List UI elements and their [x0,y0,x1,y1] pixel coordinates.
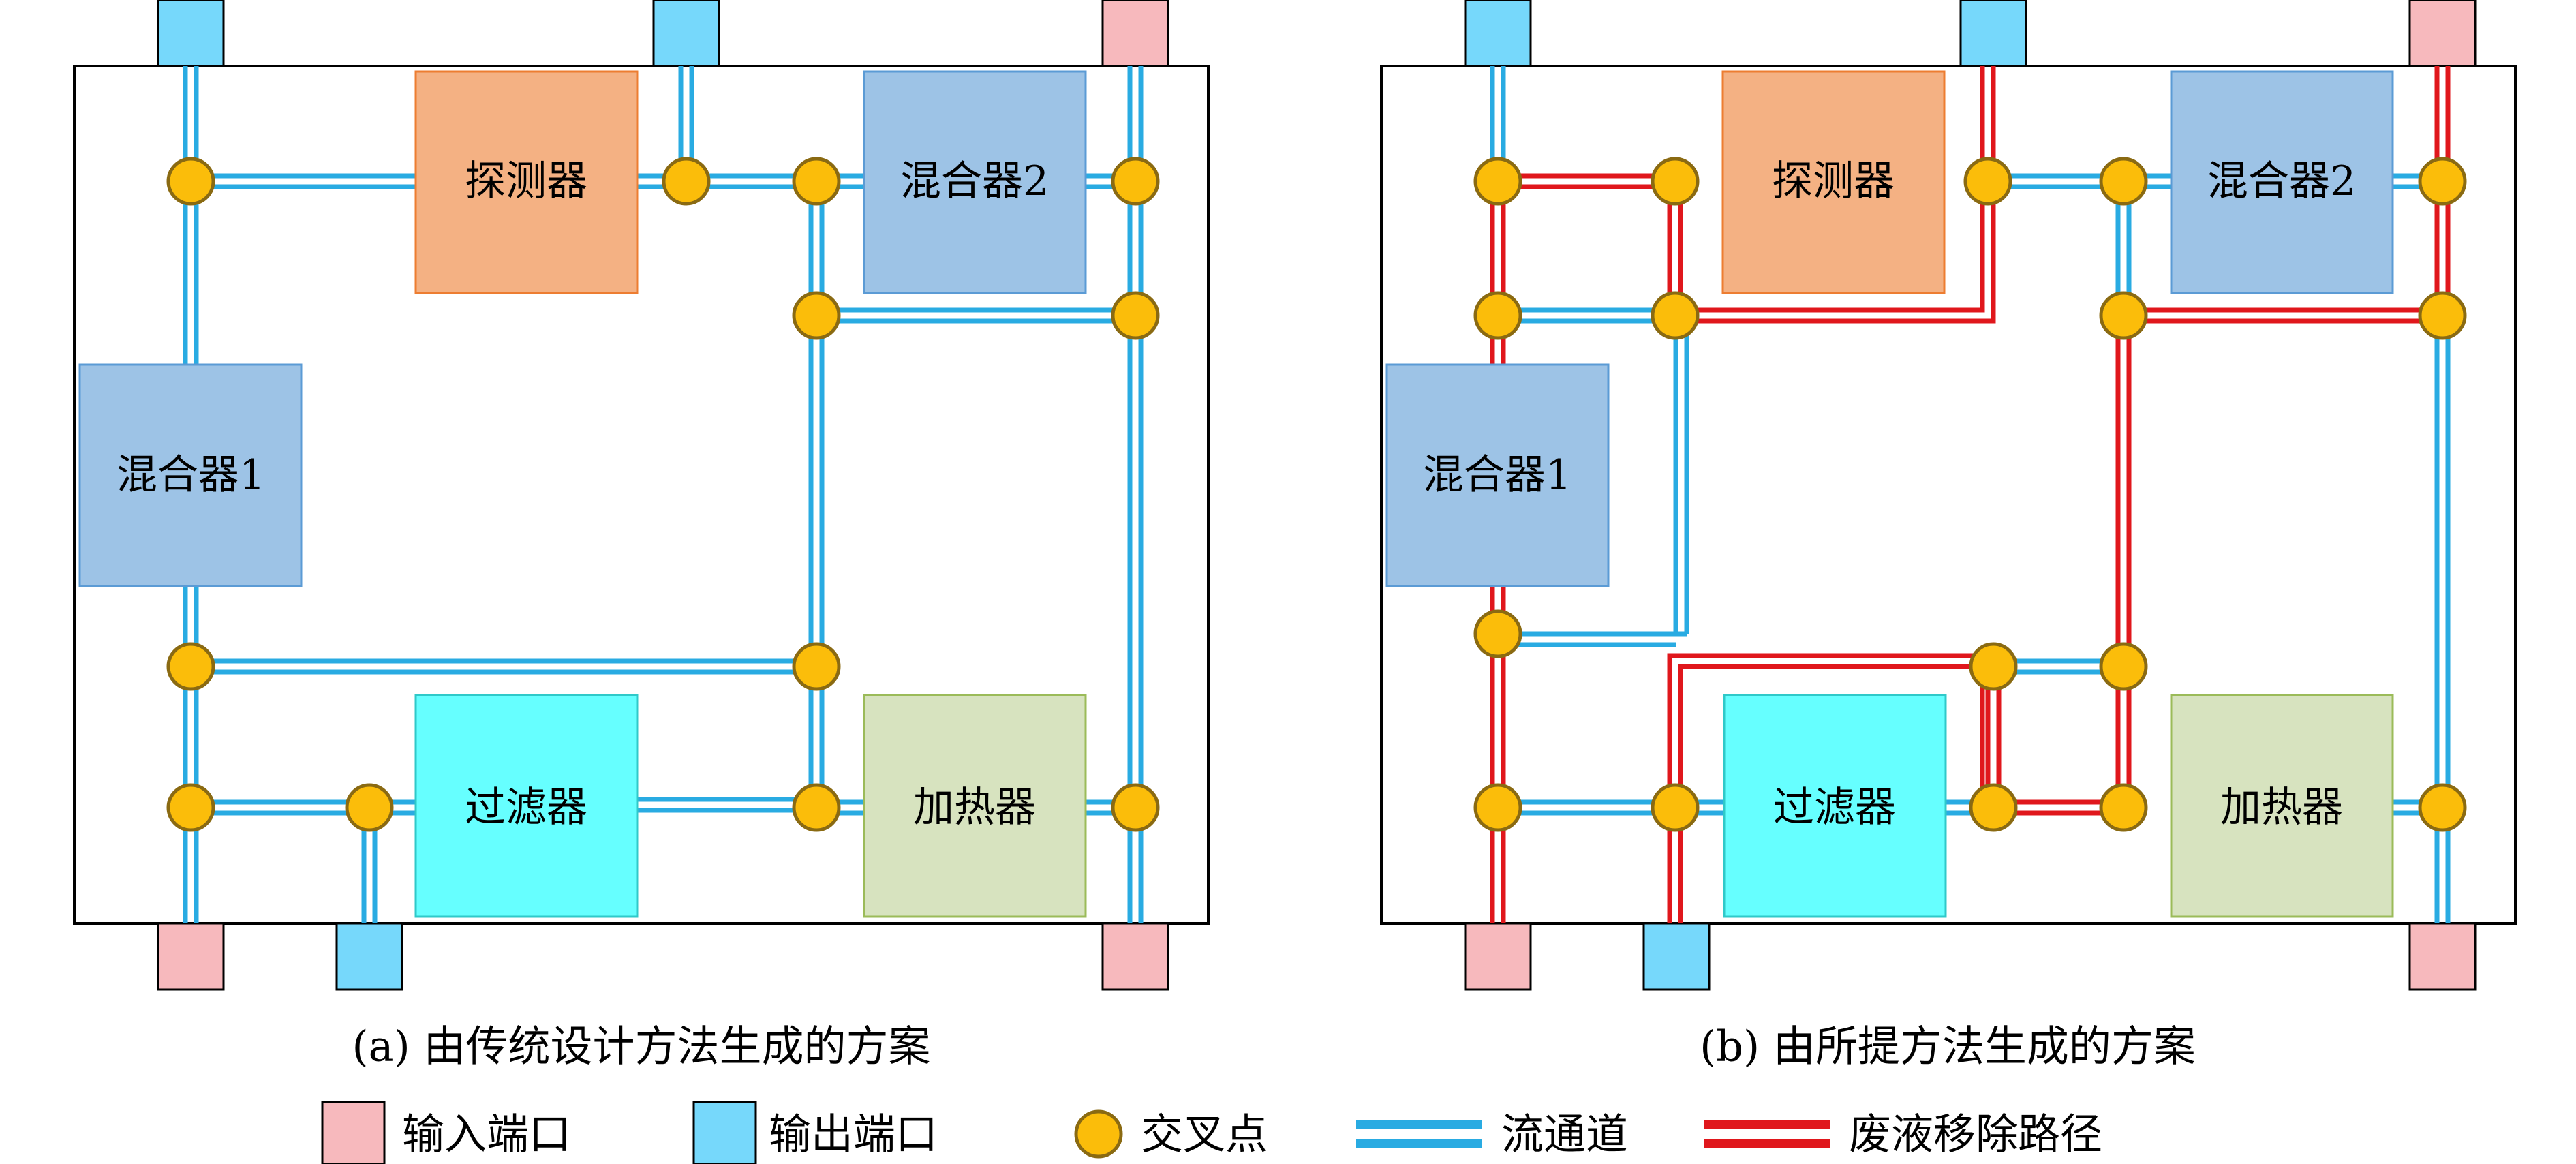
legend-flow-channel-swatch [1356,1120,1482,1148]
junctions-b [1473,157,2467,832]
junction [1473,783,1522,832]
junction [345,783,394,832]
input-port-a-bottom3 [1101,922,1169,991]
mixer2-label-b: 混合器2 [2207,157,2356,205]
junction [1651,291,1700,340]
detector-label-b: 探测器 [1772,157,1895,205]
output-port-a-top2 [652,0,720,67]
legend-waste-path-label: 废液移除路径 [1849,1109,2102,1159]
legend-flow-channel-label: 流通道 [1501,1109,1628,1159]
detector-module-a [414,70,639,294]
heater-module-a [863,694,1087,918]
legend-input-port-label: 输入端口 [402,1109,571,1159]
junction [2099,783,2148,832]
detector-label-a: 探测器 [465,157,587,205]
junction [166,642,215,691]
mixer2-module-b [2170,70,2394,294]
mixer2-module-a [863,70,1087,294]
junction [662,157,711,206]
junction [1111,291,1160,340]
heater-label-a: 加热器 [913,784,1036,831]
input-port-b-top3 [2408,0,2477,67]
mixer1-label-b: 混合器1 [1423,451,1571,499]
junction [1473,291,1522,340]
junction [2099,642,2148,691]
output-port-b-top1 [1464,0,1532,67]
filter-label-b: 过滤器 [1773,784,1896,831]
junction [2418,783,2467,832]
junction [2099,157,2148,206]
caption-b: (b) 由所提方法生成的方案 [1700,1022,2196,1071]
input-port-b-bottom1 [1464,922,1532,991]
mixer2-label-a: 混合器2 [900,157,1049,205]
junction [1969,783,2018,832]
output-port-b-bottom2 [1642,922,1711,991]
mixer1-label-a: 混合器1 [117,451,265,499]
junction [1473,157,1522,206]
junction [792,291,841,340]
junction [1963,157,2012,206]
legend-junction-label: 交叉点 [1141,1109,1268,1159]
filter-module-a [414,694,639,918]
junction [792,783,841,832]
junction [2099,291,2148,340]
output-port-b-top2 [1959,0,2027,67]
panel-a: 探测器 混合器2 混合器1 过滤器 加热器 (a) 由传统设计方法生成的方案 [73,0,1210,1071]
junction [2418,291,2467,340]
junction [1111,783,1160,832]
mixer1-module-b [1385,363,1610,587]
junction [166,783,215,832]
filter-module-b [1723,694,1947,918]
junction [1969,642,2018,691]
legend: 输入端口 输出端口 交叉点 流通道 废液移除路径 [321,1101,2102,1164]
legend-input-port-swatch [321,1101,386,1164]
mixer1-module-a [78,363,303,587]
junction [792,642,841,691]
junction [1111,157,1160,206]
input-port-a-bottom1 [157,922,225,991]
junction [1473,609,1522,658]
junction [2418,157,2467,206]
input-port-b-bottom3 [2408,922,2477,991]
output-port-a-bottom2 [335,922,403,991]
output-port-a-top1 [157,0,225,67]
junction [166,157,215,206]
heater-module-b [2170,694,2394,918]
legend-junction-swatch [1074,1109,1123,1159]
legend-output-port-label: 输出端口 [769,1109,938,1159]
legend-output-port-swatch [692,1101,757,1164]
panel-b: 探测器 混合器2 混合器1 过滤器 加热器 (b) 由所提方法生成的方案 [1380,0,2517,1071]
junctions-a [166,157,1160,832]
filter-label-a: 过滤器 [465,784,587,831]
detector-module-b [1721,70,1946,294]
junction [1651,157,1700,206]
caption-a: (a) 由传统设计方法生成的方案 [352,1022,930,1071]
heater-label-b: 加热器 [2220,784,2343,831]
junction [792,157,841,206]
input-port-a-top3 [1101,0,1169,67]
legend-waste-path-swatch [1704,1120,1830,1148]
junction [1651,783,1700,832]
